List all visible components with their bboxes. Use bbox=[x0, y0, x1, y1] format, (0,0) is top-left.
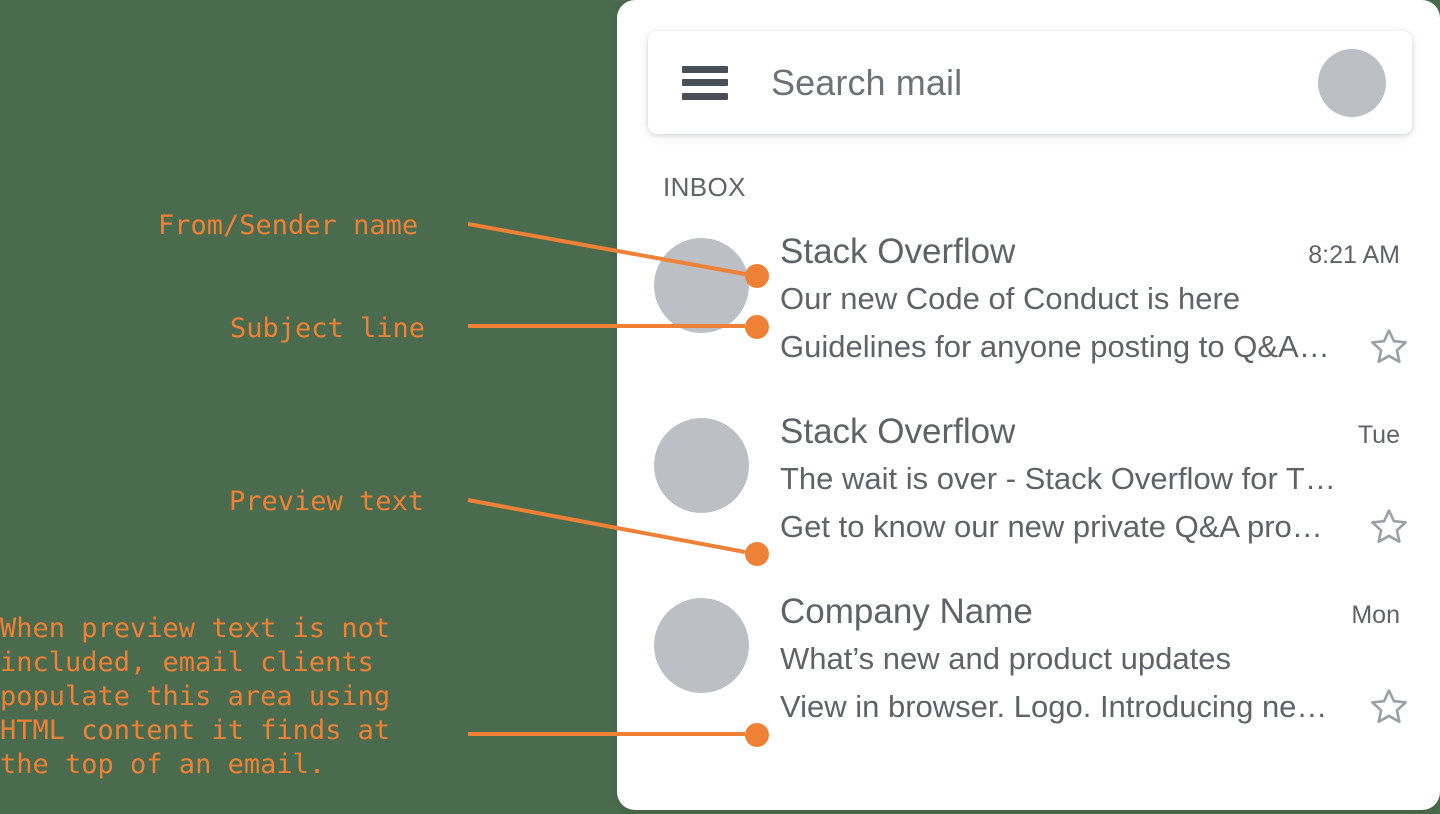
search-bar[interactable]: Search mail bbox=[648, 31, 1412, 134]
email-content: Company Name Mon What’s new and product … bbox=[780, 592, 1440, 728]
search-input[interactable]: Search mail bbox=[771, 61, 963, 103]
email-header-line: Stack Overflow 8:21 AM bbox=[780, 232, 1440, 272]
email-timestamp: 8:21 AM bbox=[1308, 241, 1400, 269]
email-preview: Guidelines for anyone posting to Q&A… bbox=[780, 329, 1330, 364]
star-outline-icon[interactable] bbox=[1368, 686, 1410, 728]
email-list: Stack Overflow 8:21 AM Our new Code of C… bbox=[617, 232, 1440, 772]
sender-avatar bbox=[654, 238, 749, 333]
email-header-line: Stack Overflow Tue bbox=[780, 412, 1440, 452]
hamburger-menu-icon[interactable] bbox=[682, 65, 728, 100]
sender-name: Stack Overflow bbox=[780, 412, 1016, 451]
email-timestamp: Mon bbox=[1351, 601, 1400, 629]
sender-name: Stack Overflow bbox=[780, 232, 1016, 271]
email-subject: Our new Code of Conduct is here bbox=[780, 281, 1241, 316]
sender-avatar bbox=[654, 418, 749, 513]
star-outline-icon[interactable] bbox=[1368, 326, 1410, 368]
email-subject: What’s new and product updates bbox=[780, 641, 1231, 676]
email-content: Stack Overflow Tue The wait is over - St… bbox=[780, 412, 1440, 548]
sender-avatar bbox=[654, 598, 749, 693]
email-preview-line: View in browser. Logo. Introducing ne… bbox=[780, 686, 1440, 728]
email-header-line: Company Name Mon bbox=[780, 592, 1440, 632]
email-list-item[interactable]: Stack Overflow 8:21 AM Our new Code of C… bbox=[617, 232, 1440, 412]
email-preview-line: Get to know our new private Q&A pro… bbox=[780, 506, 1440, 548]
hamburger-bar-1 bbox=[682, 65, 728, 73]
annotation-paragraph: When preview text is not included, email… bbox=[0, 613, 391, 780]
annotation-from-sender-label: From/Sender name bbox=[158, 210, 419, 241]
hamburger-bar-3 bbox=[682, 92, 728, 100]
annotation-subject-line-label: Subject line bbox=[230, 313, 426, 344]
account-avatar[interactable] bbox=[1318, 48, 1386, 117]
email-timestamp: Tue bbox=[1357, 421, 1400, 449]
email-preview: Get to know our new private Q&A pro… bbox=[780, 509, 1323, 544]
email-subject: The wait is over - Stack Overflow for T… bbox=[780, 461, 1336, 496]
email-list-item[interactable]: Company Name Mon What’s new and product … bbox=[617, 592, 1440, 772]
hamburger-bar-2 bbox=[682, 79, 728, 86]
email-preview: View in browser. Logo. Introducing ne… bbox=[780, 689, 1328, 724]
sender-name: Company Name bbox=[780, 592, 1033, 631]
mail-app-panel: Search mail INBOX Stack Overflow 8:21 AM… bbox=[617, 0, 1440, 810]
email-content: Stack Overflow 8:21 AM Our new Code of C… bbox=[780, 232, 1440, 368]
star-outline-icon[interactable] bbox=[1368, 506, 1410, 548]
email-list-item[interactable]: Stack Overflow Tue The wait is over - St… bbox=[617, 412, 1440, 592]
email-preview-line: Guidelines for anyone posting to Q&A… bbox=[780, 326, 1440, 368]
annotation-preview-text-label: Preview text bbox=[229, 486, 425, 517]
inbox-label: INBOX bbox=[663, 172, 746, 202]
